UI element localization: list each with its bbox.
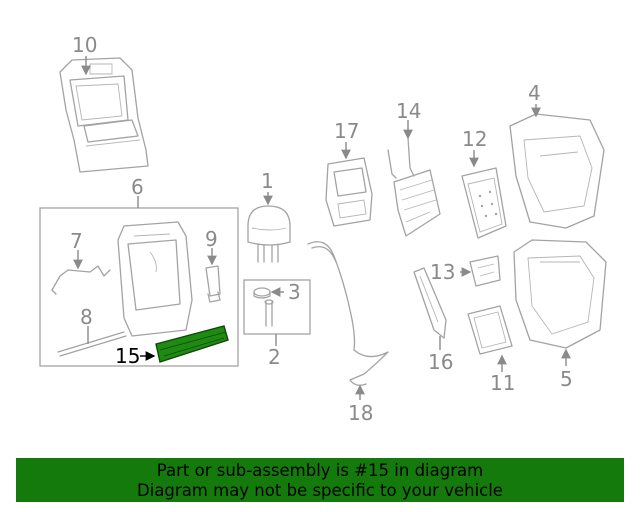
part-6-frame-group (39, 196, 239, 367)
callout-13: 13 (430, 260, 455, 284)
part-2-guide-group (243, 279, 311, 346)
callout-labels: 10 6 7 9 8 15 1 3 2 17 14 12 4 13 16 11 … (70, 33, 573, 425)
callout-3: 3 (288, 280, 301, 304)
callout-16: 16 (428, 350, 453, 374)
callout-17: 17 (334, 119, 359, 143)
part-11-mat (467, 305, 513, 372)
part-14-lumbar (387, 120, 441, 237)
part-12-panel (461, 150, 507, 239)
callout-7: 7 (70, 229, 83, 253)
part-5-seat-cushion (513, 239, 607, 366)
part-8-rod (57, 326, 127, 357)
callout-12: 12 (462, 127, 487, 151)
callout-14: 14 (396, 99, 421, 123)
callout-4: 4 (528, 81, 541, 105)
callout-15: 15 (115, 344, 140, 368)
parts-diagram: 10 6 7 9 8 15 1 3 2 17 14 12 4 13 16 11 … (39, 33, 607, 425)
banner-line-2: Diagram may not be specific to your vehi… (137, 481, 503, 500)
part-7-wire (51, 250, 111, 295)
callout-2: 2 (268, 345, 281, 369)
part-9-actuator (205, 248, 221, 303)
callout-6: 6 (131, 175, 144, 199)
part-info-banner: Part or sub-assembly is #15 in diagram D… (16, 458, 624, 502)
part-1-headrest (247, 192, 291, 263)
part-17-bezel (325, 142, 373, 227)
part-18-harness (307, 241, 389, 400)
part-4-back-cushion (509, 104, 605, 229)
callout-10: 10 (72, 33, 97, 57)
part-15-module (140, 325, 229, 363)
part-10-back-panel (59, 56, 149, 173)
callout-5: 5 (560, 367, 573, 391)
banner-line-1: Part or sub-assembly is #15 in diagram (156, 461, 484, 480)
callout-1: 1 (261, 169, 274, 193)
part-16-trim (413, 267, 447, 350)
callout-18: 18 (348, 401, 373, 425)
part-13-bracket (460, 255, 501, 287)
callout-8: 8 (80, 305, 93, 329)
callout-11: 11 (490, 371, 515, 395)
callout-9: 9 (205, 227, 218, 251)
